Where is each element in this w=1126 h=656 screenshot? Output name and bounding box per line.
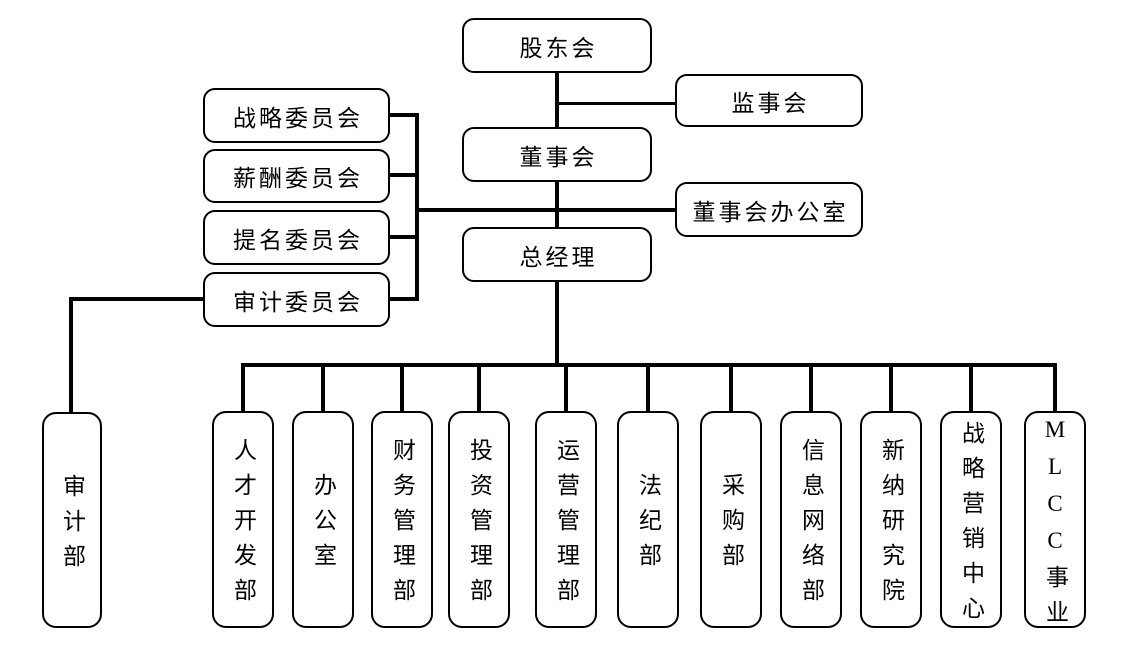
node-shareholders-meeting-label: 股东会 [519,35,598,61]
node-dept-strategic-marketing-center: 战略营销中心 [940,411,1002,631]
connector-main-horizontal [416,208,680,212]
node-dept-information-network: 信息网络部 [780,411,842,628]
node-dept-legal-discipline-label: 法纪部 [635,473,661,578]
node-dept-xinna-research-institute: 新纳研究院 [860,411,922,628]
connector-drop-3 [400,363,404,413]
node-dept-information-network-label: 信息网络部 [798,438,824,613]
connector-gm-trunk [555,280,559,367]
node-dept-talent-development-label: 人才开发部 [230,438,256,613]
node-dept-operations-management-label: 运营管理部 [553,438,579,613]
node-supervisory-board: 监事会 [675,74,863,127]
node-shareholders-meeting: 股东会 [462,18,652,73]
connector-audit-horizontal [69,297,211,301]
node-dept-investment-management-label: 投资管理部 [466,438,492,613]
node-nomination-committee: 提名委员会 [203,210,390,265]
node-dept-investment-management: 投资管理部 [448,411,510,628]
node-dept-mlcc-business-label: MLCC事业 [1042,416,1068,635]
connector-drop-4 [477,363,481,413]
node-general-manager-label: 总经理 [519,244,598,270]
connector-drop-2 [321,363,325,413]
connector-drop-9 [889,363,893,413]
node-strategy-committee: 战略委员会 [203,88,390,143]
node-dept-operations-management: 运营管理部 [535,411,597,628]
connector-committee-stub-3 [386,235,418,239]
connector-drop-7 [729,363,733,413]
node-board-office-label: 董事会办公室 [692,199,849,225]
connector-drop-10 [969,363,973,413]
node-dept-procurement: 采购部 [700,411,762,628]
node-supervisory-board-label: 监事会 [731,90,810,116]
connector-drop-1 [241,363,245,413]
connector-committee-stub-2 [386,173,418,177]
node-dept-mlcc-business: MLCC事业 [1024,411,1086,635]
node-dept-strategic-marketing-center-label: 战略营销中心 [958,420,984,631]
connector-supervisory-stub [557,102,680,105]
connector-drop-11 [1053,363,1057,413]
node-dept-xinna-research-institute-label: 新纳研究院 [878,438,904,613]
node-general-manager: 总经理 [462,227,652,282]
node-compensation-committee: 薪酬委员会 [203,149,390,203]
node-dept-finance-management: 财务管理部 [371,411,433,628]
node-dept-procurement-label: 采购部 [718,473,744,578]
connector-board-gm [555,180,559,230]
node-dept-finance-management-label: 财务管理部 [389,438,415,613]
node-dept-legal-discipline: 法纪部 [617,411,679,628]
node-board-of-directors: 董事会 [462,127,652,182]
node-strategy-committee-label: 战略委员会 [233,105,363,131]
node-compensation-committee-label: 薪酬委员会 [233,166,363,191]
node-audit-committee: 审计委员会 [203,272,390,327]
node-audit-committee-label: 审计委员会 [233,289,363,315]
connector-committee-trunk [415,113,419,301]
connector-audit-vertical [69,297,73,415]
node-dept-talent-development: 人才开发部 [212,411,274,628]
node-dept-general-office-label: 办公室 [310,473,336,578]
connector-drop-6 [646,363,650,413]
node-board-office: 董事会办公室 [675,182,863,237]
connector-committee-stub-1 [386,113,418,117]
node-nomination-committee-label: 提名委员会 [233,227,363,253]
node-board-of-directors-label: 董事会 [519,144,598,170]
node-audit-department: 审计部 [42,412,102,628]
connector-committee-stub-4 [386,297,418,301]
connector-shareholders-board [555,70,559,130]
node-dept-general-office: 办公室 [292,411,354,628]
connector-drop-5 [564,363,568,413]
node-audit-department-label: 审计部 [59,473,85,579]
connector-drop-8 [809,363,813,413]
